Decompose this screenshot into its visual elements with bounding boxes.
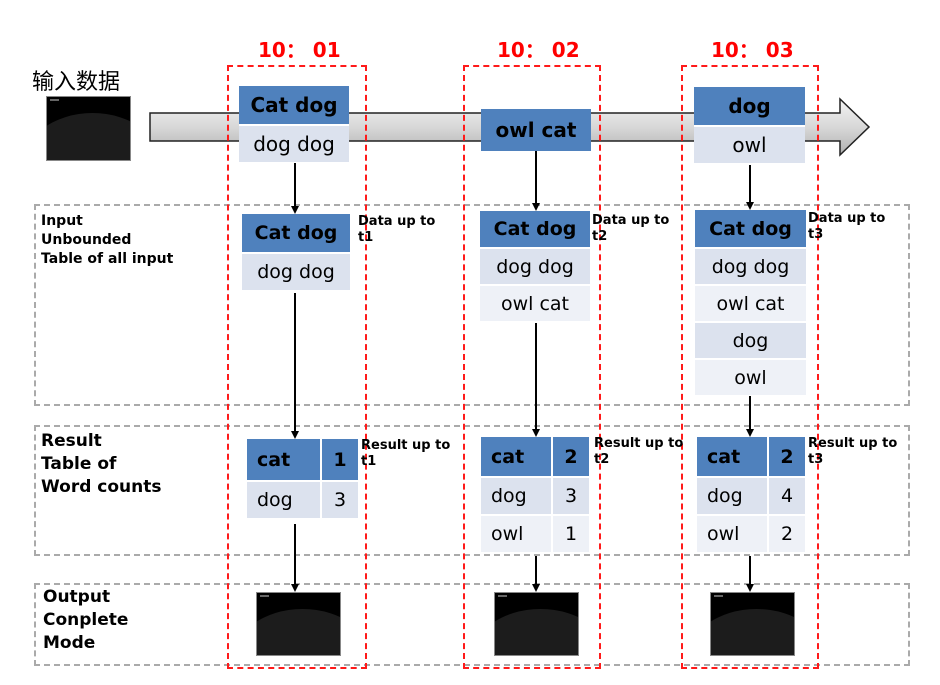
count-cell: 1	[320, 439, 358, 480]
table-row: cat 2	[481, 437, 589, 476]
arrival-table-3: dog owl	[694, 87, 805, 163]
table-row: dog	[695, 321, 806, 358]
result-table-3: cat 2 dog 4 owl 2	[697, 437, 805, 552]
band-label-line: Word counts	[41, 476, 162, 497]
table-row: Cat dog	[480, 211, 590, 247]
note-line: t3	[808, 226, 824, 242]
time-column-3	[681, 65, 819, 669]
word-cell: dog	[707, 485, 743, 507]
time-column-2	[463, 65, 601, 669]
note-line: t1	[358, 229, 374, 245]
time-label-3: 10： 03	[711, 38, 794, 62]
count-cell: 2	[551, 437, 589, 476]
note-line: Data up to	[358, 214, 436, 229]
table-row: dog 3	[247, 480, 358, 518]
note-line: Data up to	[592, 213, 670, 228]
table-row: dog 4	[697, 476, 805, 514]
band-label-line: Conplete	[43, 609, 129, 630]
count-cell: 1	[551, 516, 589, 552]
time-label-2: 10： 02	[497, 38, 580, 62]
arrival-table-1: Cat dog dog dog	[239, 86, 349, 162]
result-table-2: cat 2 dog 3 owl 1	[481, 437, 589, 552]
result-note-2: Result up to t2	[594, 436, 683, 467]
input-terminal-icon	[46, 96, 131, 161]
band-label-line: Output	[43, 587, 111, 607]
count-cell: 3	[320, 482, 358, 518]
input-data-label: 输入数据	[32, 70, 121, 95]
word-cell: owl	[707, 523, 740, 545]
table-row: dog dog	[239, 124, 349, 162]
count-cell: 4	[767, 478, 805, 514]
input-note-1: Data up to t1	[358, 214, 435, 245]
word-cell: dog	[491, 485, 527, 507]
note-line: t1	[361, 453, 377, 469]
output-terminal-icon-3	[710, 592, 795, 656]
result-table-1: cat 1 dog 3	[247, 439, 358, 518]
input-table-3: Cat dog dog dog owl cat dog owl	[695, 210, 806, 395]
table-row: dog dog	[480, 247, 590, 284]
band-label-line: Table of	[41, 453, 117, 474]
result-note-3: Result up to t3	[808, 436, 897, 467]
input-table-1: Cat dog dog dog	[242, 214, 350, 290]
table-row: cat 2	[697, 437, 805, 476]
band-label-line: Result	[41, 431, 102, 451]
band-label-line: Unbounded	[41, 231, 132, 248]
word-cell: owl	[491, 523, 524, 545]
table-row: owl 1	[481, 514, 589, 552]
count-cell: 3	[551, 478, 589, 514]
table-row: owl cat	[695, 284, 806, 321]
count-cell: 2	[767, 516, 805, 552]
table-row: cat 1	[247, 439, 358, 480]
input-band-label: Input Unbounded Table of all input	[41, 212, 173, 269]
note-line: Result up to	[594, 436, 684, 451]
note-line: Result up to	[808, 436, 898, 451]
table-row: Cat dog	[242, 214, 350, 252]
table-row: owl 2	[697, 514, 805, 552]
table-row: dog	[694, 87, 805, 125]
time-label-1: 10： 01	[258, 38, 341, 62]
table-row: owl	[694, 125, 805, 163]
output-terminal-icon-1	[256, 592, 341, 656]
word-cell: cat	[707, 445, 741, 468]
table-row: dog dog	[242, 252, 350, 290]
count-cell: 2	[767, 437, 805, 476]
note-line: t2	[594, 451, 610, 467]
band-label-line: Input	[41, 213, 83, 229]
output-band-label: Output Conplete Mode	[43, 586, 128, 655]
arrival-table-2: owl cat	[481, 109, 591, 151]
input-table-2: Cat dog dog dog owl cat	[480, 211, 590, 321]
note-line: Data up to	[808, 211, 886, 226]
result-band	[34, 425, 910, 556]
time-column-1	[227, 65, 367, 669]
result-note-1: Result up to t1	[361, 438, 450, 469]
note-line: t3	[808, 451, 824, 467]
table-row: Cat dog	[695, 210, 806, 247]
table-row: owl cat	[480, 284, 590, 321]
table-row: dog dog	[695, 247, 806, 284]
word-cell: dog	[257, 489, 293, 511]
output-band	[34, 583, 910, 666]
note-line: Result up to	[361, 438, 451, 453]
input-note-3: Data up to t3	[808, 211, 885, 242]
table-row: Cat dog	[239, 86, 349, 124]
word-cell: cat	[491, 445, 525, 468]
word-cell: cat	[257, 448, 291, 471]
output-terminal-icon-2	[494, 592, 579, 656]
table-row: owl cat	[481, 109, 591, 151]
result-band-label: Result Table of Word counts	[41, 430, 162, 499]
band-label-line: Mode	[43, 632, 96, 653]
input-band	[34, 204, 910, 406]
input-note-2: Data up to t2	[592, 213, 669, 244]
note-line: t2	[592, 228, 608, 244]
table-row: owl	[695, 358, 806, 395]
table-row: dog 3	[481, 476, 589, 514]
band-label-line: Table of all input	[41, 250, 174, 267]
